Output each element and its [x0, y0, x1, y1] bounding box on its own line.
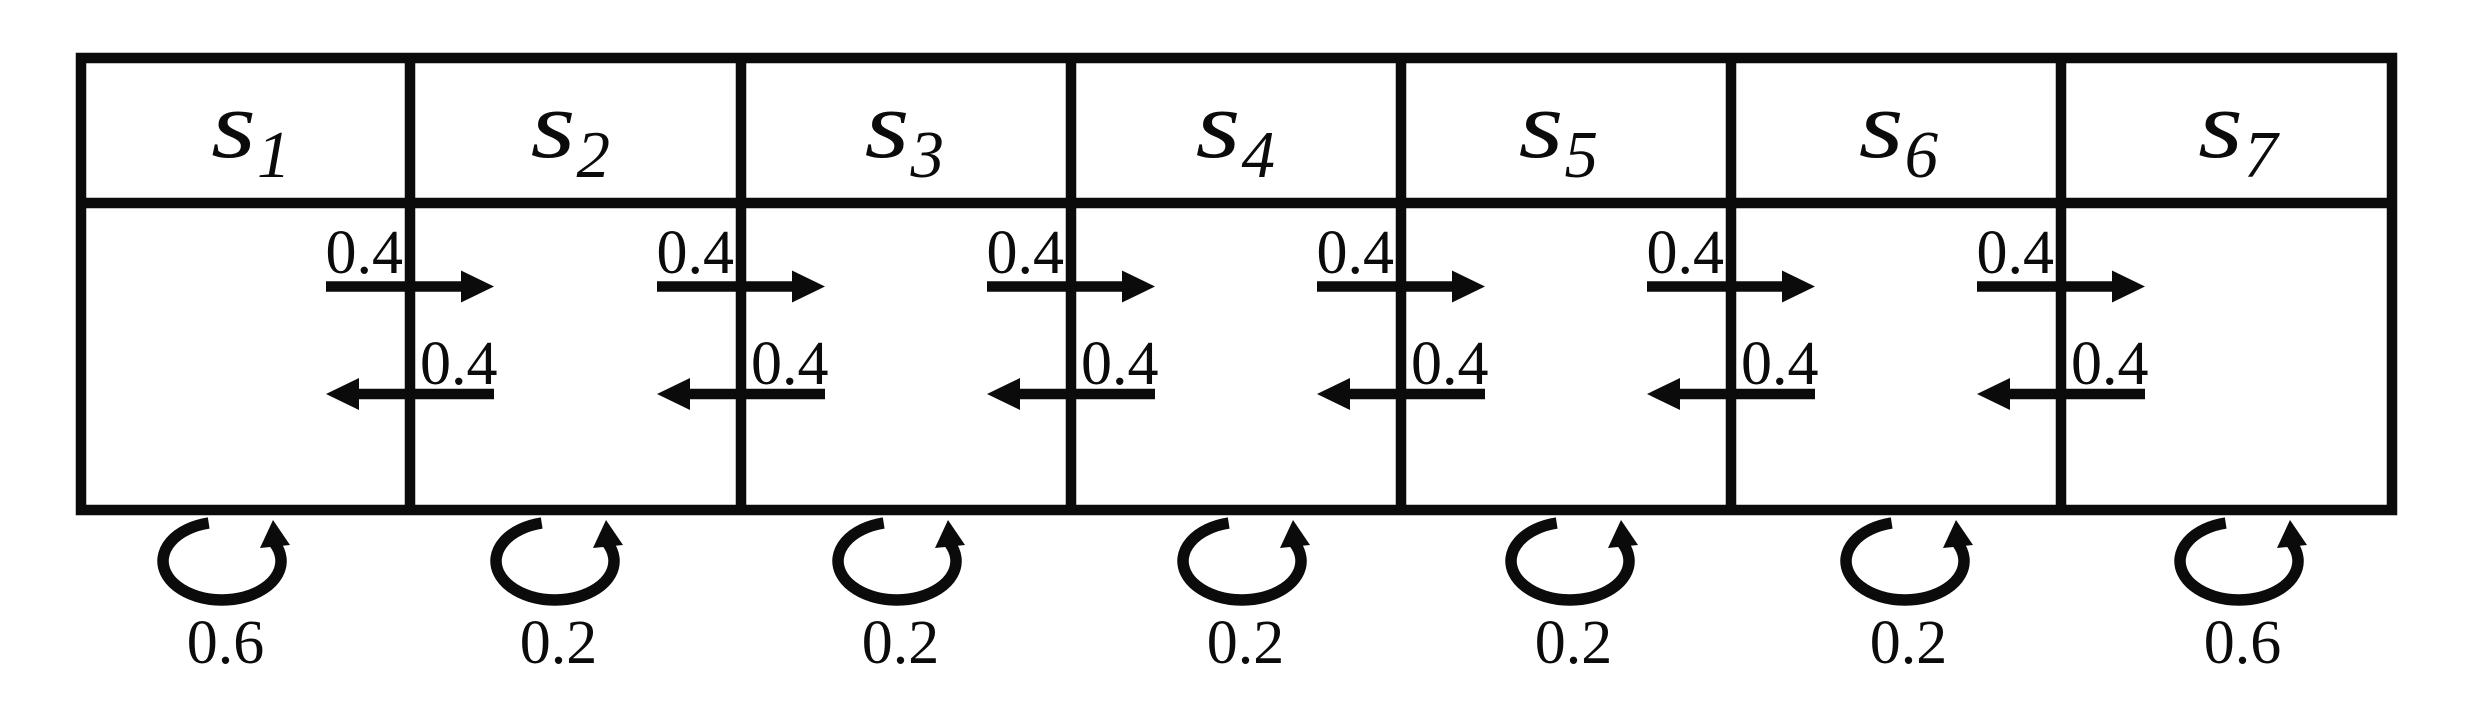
svg-text:0.6: 0.6 — [187, 609, 265, 677]
svg-text:s: s — [1519, 72, 1564, 179]
svg-text:s: s — [865, 72, 910, 179]
svg-text:1: 1 — [257, 118, 291, 192]
svg-text:6: 6 — [1905, 118, 1939, 192]
svg-text:0.4: 0.4 — [987, 219, 1065, 287]
svg-text:0.4: 0.4 — [1977, 219, 2055, 287]
svg-text:s: s — [1859, 72, 1904, 179]
svg-text:5: 5 — [1565, 118, 1599, 192]
svg-text:0.4: 0.4 — [326, 219, 404, 287]
svg-text:7: 7 — [2244, 118, 2280, 192]
svg-text:0.2: 0.2 — [1870, 609, 1948, 677]
svg-text:0.2: 0.2 — [1207, 609, 1285, 677]
svg-text:0.2: 0.2 — [1535, 609, 1613, 677]
svg-text:0.6: 0.6 — [2204, 609, 2282, 677]
svg-text:0.2: 0.2 — [862, 609, 940, 677]
svg-text:4: 4 — [1242, 118, 1276, 192]
svg-text:0.4: 0.4 — [1317, 219, 1395, 287]
svg-text:s: s — [2198, 72, 2243, 179]
svg-text:0.4: 0.4 — [657, 219, 735, 287]
svg-text:2: 2 — [577, 118, 611, 192]
svg-text:s: s — [531, 72, 576, 179]
svg-text:0.2: 0.2 — [520, 609, 598, 677]
svg-text:s: s — [1196, 72, 1241, 179]
svg-text:0.4: 0.4 — [1411, 330, 1489, 398]
svg-text:0.4: 0.4 — [1647, 219, 1725, 287]
svg-text:0.4: 0.4 — [1081, 330, 1159, 398]
svg-text:0.4: 0.4 — [420, 330, 498, 398]
svg-text:0.4: 0.4 — [1741, 330, 1819, 398]
svg-text:0.4: 0.4 — [751, 330, 829, 398]
svg-text:3: 3 — [910, 118, 945, 192]
svg-text:s: s — [211, 72, 256, 179]
svg-text:0.4: 0.4 — [2071, 330, 2149, 398]
